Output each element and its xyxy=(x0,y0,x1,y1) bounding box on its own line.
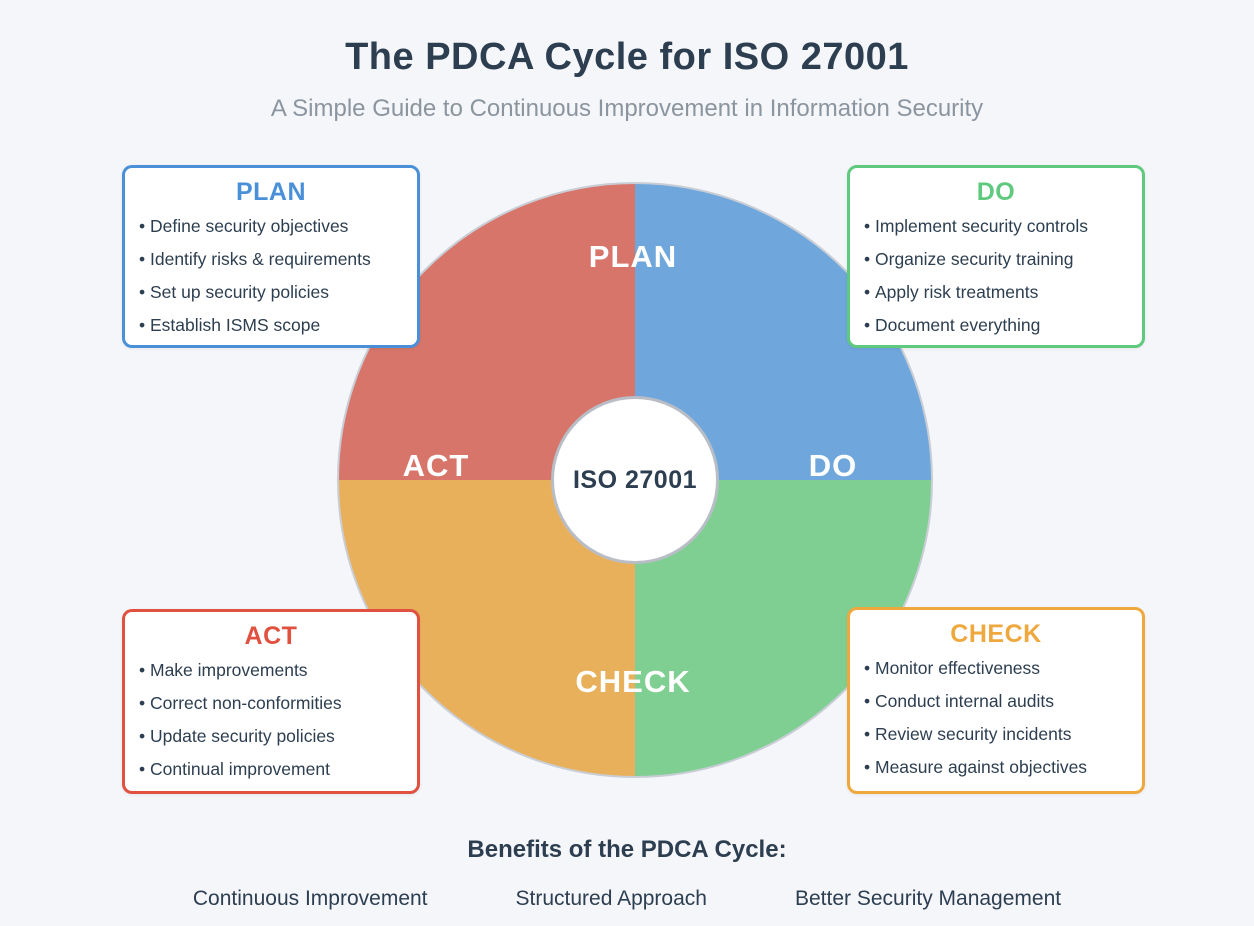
callout-box-plan: PLAN Define security objectives Identify… xyxy=(122,165,420,348)
list-item: Identify risks & requirements xyxy=(139,243,403,276)
list-item: Update security policies xyxy=(139,720,403,753)
callout-list-act: Make improvements Correct non-conformiti… xyxy=(139,654,403,786)
page-subtitle: A Simple Guide to Continuous Improvement… xyxy=(270,95,984,122)
list-item: Document everything xyxy=(864,309,1128,342)
callout-title-do: DO xyxy=(976,178,1016,206)
page-title: The PDCA Cycle for ISO 27001 xyxy=(345,36,909,78)
benefit-item: Structured Approach xyxy=(515,887,707,910)
list-item: Correct non-conformities xyxy=(139,687,403,720)
benefit-item: Continuous Improvement xyxy=(192,887,428,910)
wheel-segment-label-act: ACT xyxy=(402,448,470,483)
list-item: Measure against objectives xyxy=(864,751,1128,784)
list-item: Continual improvement xyxy=(139,753,403,786)
list-item: Organize security training xyxy=(864,243,1128,276)
callout-title-act: ACT xyxy=(244,622,298,650)
wheel-center-label: ISO 27001 xyxy=(572,465,698,494)
list-item: Conduct internal audits xyxy=(864,685,1128,718)
list-item: Define security objectives xyxy=(139,210,403,243)
list-item: Monitor effectiveness xyxy=(864,652,1128,685)
callout-list-plan: Define security objectives Identify risk… xyxy=(139,210,403,342)
wheel-segment-label-plan: PLAN xyxy=(588,239,678,274)
callout-list-check: Monitor effectiveness Conduct internal a… xyxy=(864,652,1128,784)
callout-list-do: Implement security controls Organize sec… xyxy=(864,210,1128,342)
callout-title-check: CHECK xyxy=(950,620,1042,648)
callout-box-act: ACT Make improvements Correct non-confor… xyxy=(122,609,420,794)
wheel-segment-label-check: CHECK xyxy=(575,664,691,699)
callout-box-check: CHECK Monitor effectiveness Conduct inte… xyxy=(847,607,1145,794)
benefit-item: Better Security Management xyxy=(794,887,1062,910)
wheel-segment-label-do: DO xyxy=(808,448,858,483)
benefits-row: Continuous Improvement Structured Approa… xyxy=(0,887,1254,911)
list-item: Establish ISMS scope xyxy=(139,309,403,342)
list-item: Implement security controls xyxy=(864,210,1128,243)
callout-title-plan: PLAN xyxy=(235,178,307,206)
wheel-center-hub: ISO 27001 xyxy=(551,396,719,564)
list-item: Apply risk treatments xyxy=(864,276,1128,309)
callout-box-do: DO Implement security controls Organize … xyxy=(847,165,1145,348)
list-item: Set up security policies xyxy=(139,276,403,309)
benefits-title: Benefits of the PDCA Cycle: xyxy=(467,836,787,863)
list-item: Make improvements xyxy=(139,654,403,687)
list-item: Review security incidents xyxy=(864,718,1128,751)
